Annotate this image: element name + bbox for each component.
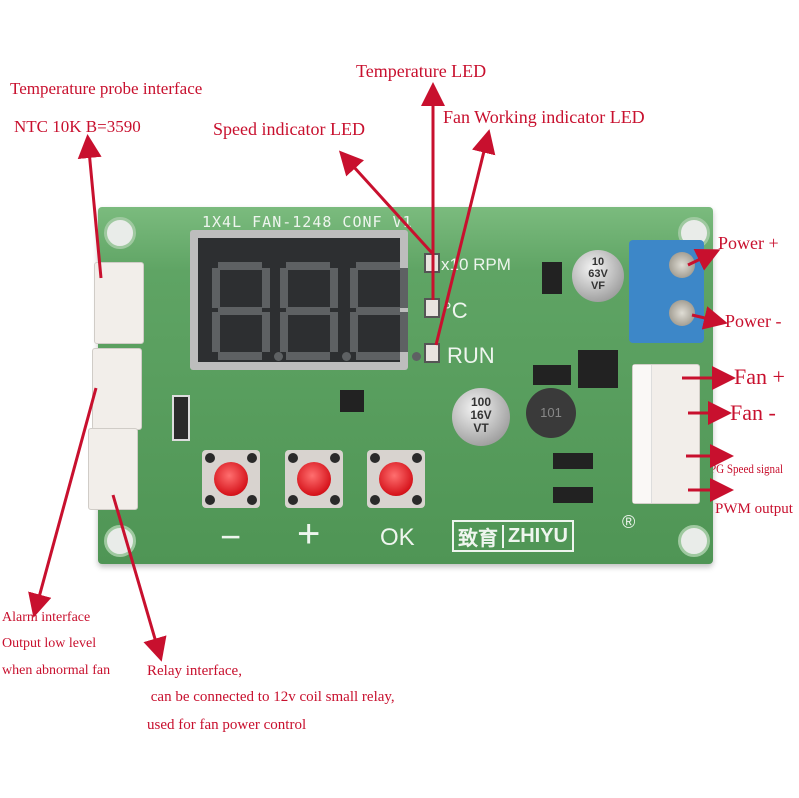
- fan-minus-label: Fan -: [730, 400, 776, 425]
- display-segment: [280, 312, 288, 352]
- arrow-alarm: [28, 387, 98, 618]
- display-digit: [350, 262, 421, 361]
- display-segment: [218, 307, 262, 315]
- alarm-line3-label: when abnormal fan: [2, 663, 111, 678]
- minus-button-cap[interactable]: [214, 462, 248, 496]
- pg-speed-signal-label: PG Speed signal: [710, 461, 784, 476]
- display-segment: [330, 312, 338, 352]
- power-plus-screw[interactable]: [669, 252, 695, 278]
- minus-button-label: −: [220, 516, 242, 557]
- display-segment: [286, 307, 330, 315]
- relay-line2-label: can be connected to 12v coil small relay…: [147, 689, 395, 705]
- power-minus-label: Power -: [725, 311, 782, 331]
- power-terminal-block: [629, 240, 704, 343]
- temperature-led: [424, 298, 440, 318]
- diode: [533, 365, 571, 385]
- cap-series: VT: [473, 421, 489, 435]
- decimal-point: [342, 352, 351, 361]
- display-segment: [356, 262, 400, 270]
- fan-plus-label: Fan +: [734, 364, 785, 389]
- plus-button-label: +: [297, 512, 321, 556]
- capacitor-10uf: 10 63V VF: [572, 250, 624, 302]
- minus-button[interactable]: [202, 450, 260, 508]
- brand-logo: 致育 ZHIYU: [452, 520, 574, 552]
- mounting-hole: [104, 217, 136, 249]
- ok-button[interactable]: [367, 450, 425, 508]
- cap-value: 100: [470, 395, 492, 409]
- power-plus-label: Power +: [718, 233, 779, 253]
- plus-button-cap[interactable]: [297, 462, 331, 496]
- alarm-connector: [92, 348, 142, 430]
- display-segment: [212, 312, 220, 352]
- display-segment: [350, 268, 358, 308]
- fan-working-led: [424, 343, 440, 363]
- relay-line1-label: Relay interface,: [147, 663, 242, 679]
- cap-series: VF: [590, 280, 606, 292]
- display-digit: [280, 262, 351, 361]
- display-segment: [212, 268, 220, 308]
- display-digit: [212, 262, 283, 361]
- power-minus-screw[interactable]: [669, 300, 695, 326]
- display-segment: [350, 312, 358, 352]
- speed-indicator-led-label: Speed indicator LED: [213, 119, 365, 139]
- cap-value: 10: [591, 256, 605, 268]
- fan-working-led-label: Fan Working indicator LED: [443, 107, 645, 127]
- run-label: RUN: [447, 343, 495, 368]
- ok-button-label: OK: [380, 524, 415, 551]
- display-segment: [286, 352, 330, 360]
- smd-diode: [553, 487, 593, 503]
- speed-indicator-led: [424, 253, 440, 273]
- alarm-line1-label: Alarm interface: [2, 610, 91, 625]
- cap-voltage: 63V: [588, 268, 608, 280]
- display-segment: [286, 262, 330, 270]
- relay-line3-label: used for fan power control: [147, 717, 307, 733]
- display-segment: [356, 307, 400, 315]
- rpm-label: x10 RPM: [441, 255, 511, 274]
- transistor-a7: [172, 395, 190, 441]
- sot-transistor: [340, 390, 364, 412]
- temp-probe-spec-label: NTC 10K B=3590: [14, 117, 141, 136]
- brand-chinese: 致育: [458, 525, 498, 550]
- display-segment: [218, 352, 262, 360]
- display-segment: [218, 262, 262, 270]
- decimal-point: [274, 352, 283, 361]
- mounting-hole: [104, 525, 136, 557]
- display-segment: [400, 268, 408, 308]
- registered-mark: ®: [622, 512, 636, 532]
- alarm-line2-label: Output low level: [2, 636, 97, 651]
- plus-button[interactable]: [285, 450, 343, 508]
- seven-segment-display: [190, 230, 408, 370]
- board-silkscreen-title: 1X4L FAN-1248 CONF V1: [202, 213, 413, 231]
- temp-probe-connector: [94, 262, 144, 344]
- display-segment: [330, 268, 338, 308]
- temperature-led-label: Temperature LED: [356, 61, 487, 81]
- pwm-output-label: PWM output: [715, 501, 793, 517]
- display-segment: [400, 312, 408, 352]
- relay-connector: [88, 428, 138, 510]
- brand-english: ZHIYU: [502, 524, 572, 548]
- display-segment: [356, 352, 400, 360]
- smd-diode: [553, 453, 593, 469]
- celsius-label: °C: [443, 298, 468, 323]
- capacitor-100uf: 100 16V VT: [452, 388, 510, 446]
- display-segment: [280, 268, 288, 308]
- display-segment: [262, 312, 270, 352]
- fan-4pin-connector: [632, 364, 700, 504]
- mounting-hole: [678, 525, 710, 557]
- display-segment: [262, 268, 270, 308]
- ic-chip: [578, 350, 618, 388]
- inductor: 101: [526, 388, 576, 438]
- temp-probe-title-label: Temperature probe interface: [10, 79, 203, 98]
- diode: [542, 262, 562, 294]
- cap-voltage: 16V: [470, 408, 492, 422]
- decimal-point: [412, 352, 421, 361]
- ok-button-cap[interactable]: [379, 462, 413, 496]
